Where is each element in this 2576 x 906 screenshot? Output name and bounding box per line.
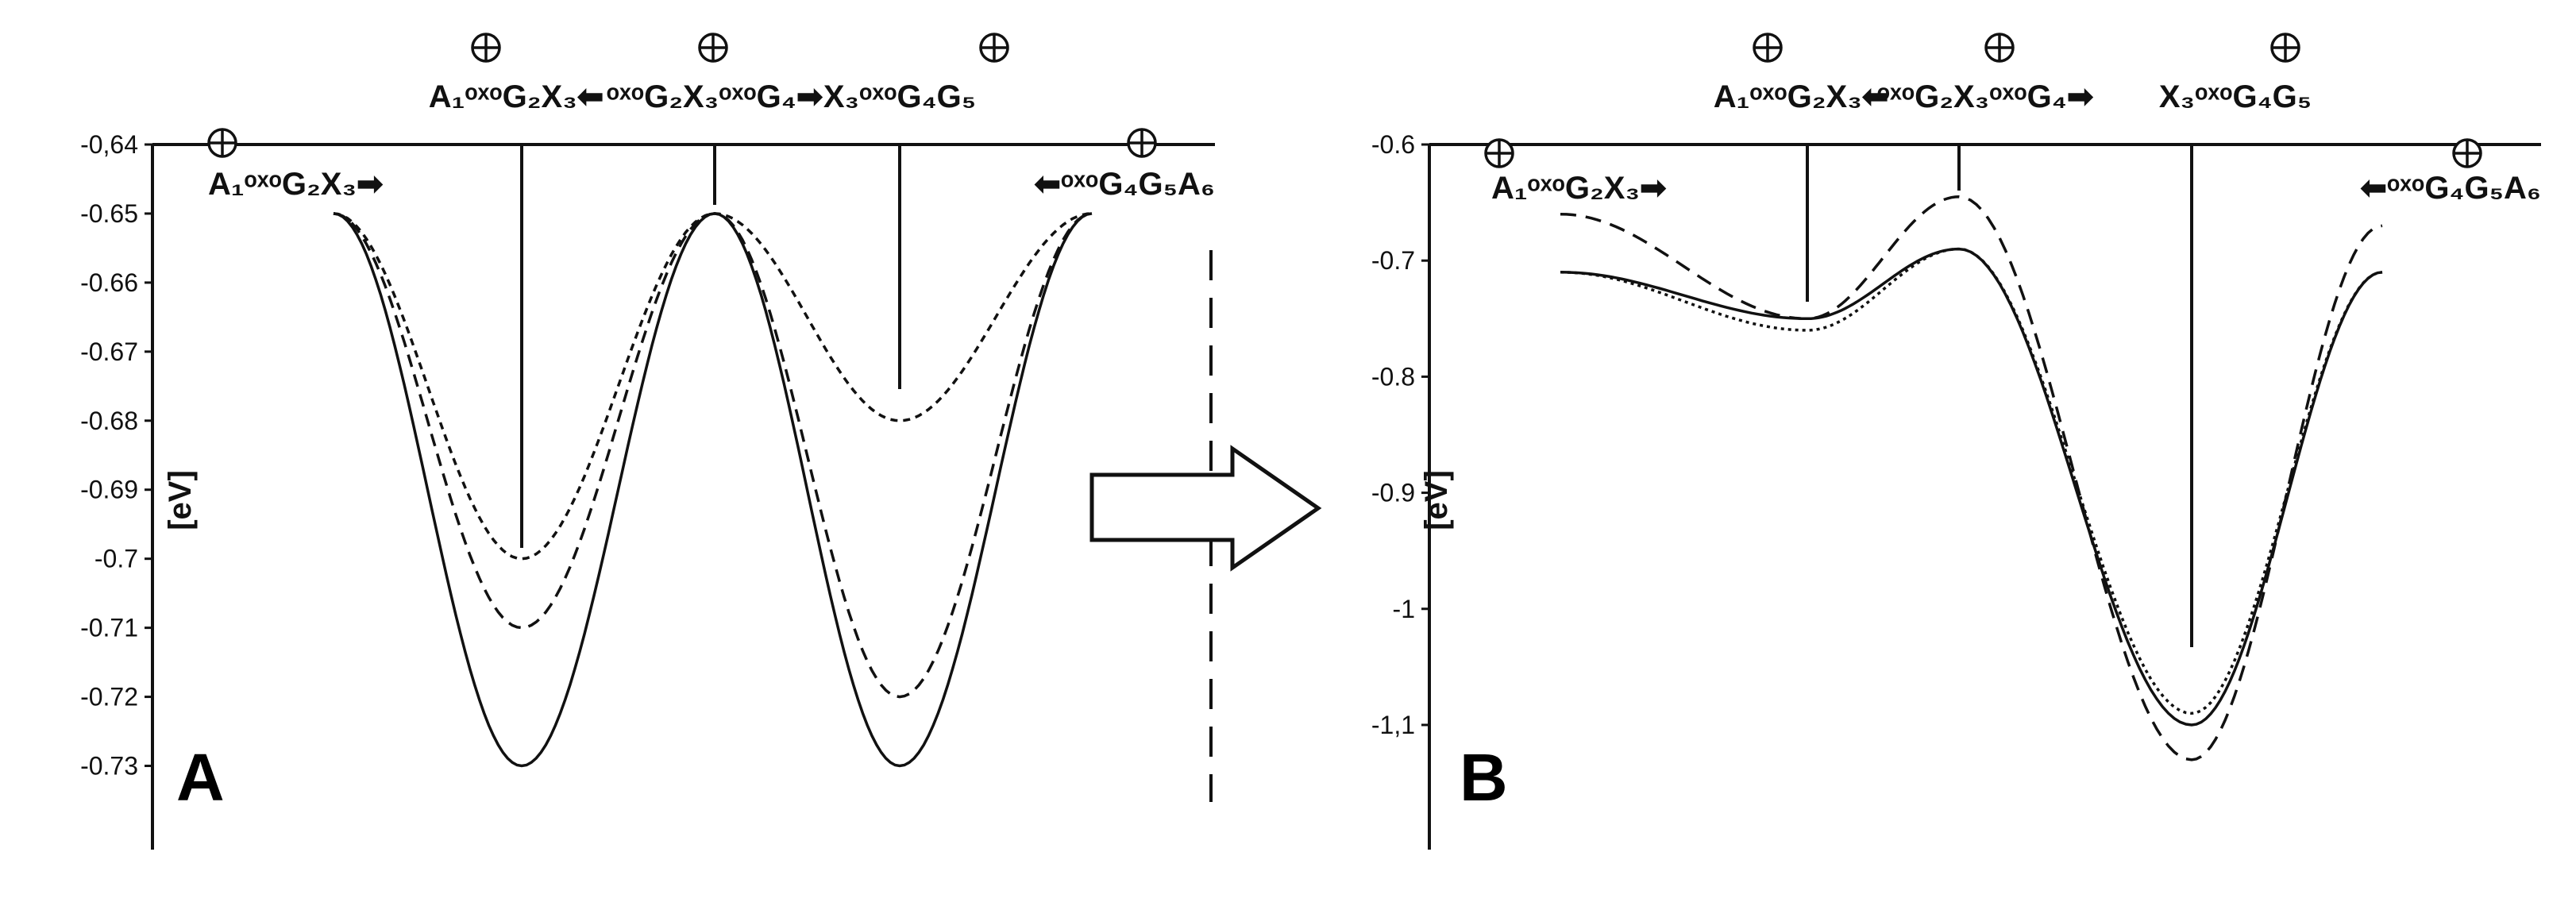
panel-b-top-label-2: ᵒˣᵒG₂X₃ᵒˣᵒG₄➡ xyxy=(1877,79,2094,114)
panel-a-y-ticks: -0,64 -0.65 -0.66 -0.67 -0.68 -0.69 -0.7 -0.71 -… xyxy=(80,130,152,781)
panel-b-series-dashed xyxy=(1560,195,2383,761)
arrow-right-icon xyxy=(1089,445,1322,572)
panel-b-y-ticks: -0.6 -0.7 -0.8 -0.9 -1 -1,1 xyxy=(1371,130,1429,739)
panel-a-axis-label-right: ⬅ᵒˣᵒG₄G₅A₆ xyxy=(1034,167,1215,202)
panel-a-tick-label: -0.71 xyxy=(80,614,138,642)
panel-a-tick-label: -0.68 xyxy=(80,407,138,435)
panel-a-tick-label: -0.65 xyxy=(80,199,138,228)
panel-b-series-dotted xyxy=(1560,247,2383,715)
panel-a-axis-label-left: A₁ᵒˣᵒG₂X₃➡ xyxy=(208,167,384,202)
panel-a-series-solid xyxy=(333,212,1093,768)
panel-b-tick-label: -0.8 xyxy=(1371,362,1415,391)
panel-b-charge-icon-2 xyxy=(1753,33,1783,63)
panel-b-axis-label-right: ⬅ᵒˣᵒG₄G₅A₆ xyxy=(2360,171,2541,206)
panel-a: -0,64 -0.65 -0.66 -0.67 -0.68 -0.69 -0.7 -0.71 -… xyxy=(80,33,1215,850)
panel-a-series-dashed xyxy=(333,212,1093,699)
panel-a-charge-icon-2 xyxy=(471,33,501,63)
panel-b-charge-icon-1 xyxy=(1484,138,1514,168)
panel-a-tick-label: -0.66 xyxy=(80,268,138,297)
panel-a-tick-label: -0.69 xyxy=(80,476,138,504)
panel-b-tick-label: -1 xyxy=(1393,595,1415,623)
panel-a-tick-label: -0,64 xyxy=(80,130,138,159)
panel-b-tick-label: -1,1 xyxy=(1371,711,1415,739)
panel-a-tick-label: -0.72 xyxy=(80,683,138,711)
panel-a-top-label-3: X₃ᵒˣᵒG₄G₅ xyxy=(823,79,976,114)
panel-b-charge-icon-3 xyxy=(1984,33,2015,63)
panel-a-label: A xyxy=(176,740,225,815)
panel-a-tick-label: -0.73 xyxy=(80,752,138,781)
panel-a-top-label-1: A₁ᵒˣᵒG₂X₃⬅ xyxy=(429,79,604,114)
panel-b-y-axis-label: [eV] xyxy=(1419,470,1454,530)
panel-b-tick-label: -0.9 xyxy=(1371,479,1415,507)
panel-b-tick-label: -0.7 xyxy=(1371,246,1415,275)
panel-a-charge-icon-4 xyxy=(979,33,1009,63)
panel-a-y-axis-label: [eV] xyxy=(163,470,198,530)
panel-b-top-label-3: X₃ᵒˣᵒG₄G₅ xyxy=(2159,79,2312,114)
panel-b-charge-icon-4 xyxy=(2270,33,2300,63)
panel-b-top-label-1: A₁ᵒˣᵒG₂X₃⬅ xyxy=(1714,79,1888,114)
panel-b-series-solid xyxy=(1560,247,2383,727)
panel-a-charge-icon-1 xyxy=(207,128,237,158)
panel-a-charge-icon-5 xyxy=(1127,128,1157,158)
panel-a-charge-icon-3 xyxy=(698,33,728,63)
panel-a-top-label-2: ᵒˣᵒG₂X₃ᵒˣᵒG₄➡ xyxy=(607,79,823,114)
panel-b-charge-icon-5 xyxy=(2452,138,2482,168)
panel-b-axis-label-left: A₁ᵒˣᵒG₂X₃➡ xyxy=(1491,171,1667,206)
panel-a-tick-label: -0.7 xyxy=(94,545,138,573)
panel-b: -0.6 -0.7 -0.8 -0.9 -1 -1,1 [eV] A₁ᵒˣᵒG₂X₃⬅ ᵒ… xyxy=(1371,33,2541,850)
panel-b-tick-label: -0.6 xyxy=(1371,130,1415,159)
panel-a-series-short-dashed xyxy=(333,212,1093,561)
panel-b-label: B xyxy=(1460,740,1508,815)
panel-a-tick-label: -0.67 xyxy=(80,337,138,366)
